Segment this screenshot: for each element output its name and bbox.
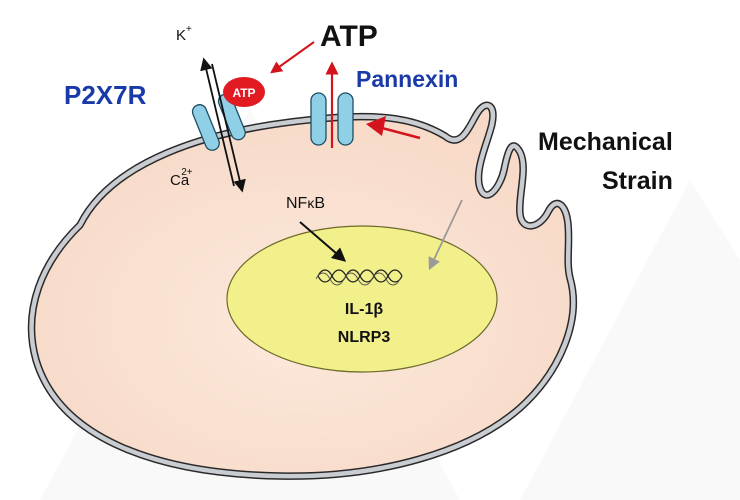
k-efflux-arrow: [200, 57, 235, 187]
k-ion-label: K+: [176, 24, 192, 44]
dna-helix-icon: [315, 269, 403, 286]
strain-label: Strain: [602, 167, 673, 195]
pannexin-label: Pannexin: [356, 66, 458, 92]
p2x7r-label: P2X7R: [64, 80, 147, 110]
mechanical-label: Mechanical: [538, 128, 673, 156]
strain-to-pannexin-arrowhead: [366, 116, 386, 136]
ca-influx-arrow: [211, 63, 246, 193]
atp-badge: [223, 77, 265, 107]
nfkb-arrow: [299, 221, 347, 262]
strain-to-nucleus-arrow: [428, 199, 463, 271]
nucleus: [226, 225, 498, 373]
p2x7r-channel: [191, 93, 246, 151]
strain-to-pannexin-arrow: [381, 126, 421, 140]
ca-ion-label: Ca2+: [170, 167, 193, 189]
il1b-label: IL-1β: [345, 301, 383, 318]
nlrp3-label: NLRP3: [338, 329, 391, 346]
atp-badge-label: ATP: [232, 86, 255, 100]
atp-binding-arrow: [270, 41, 315, 74]
cell-membrane-inner: [29, 103, 576, 479]
atp-title: ATP: [320, 20, 378, 53]
nfkb-label: NFκB: [286, 195, 325, 212]
pannexin-channel: [310, 92, 354, 146]
